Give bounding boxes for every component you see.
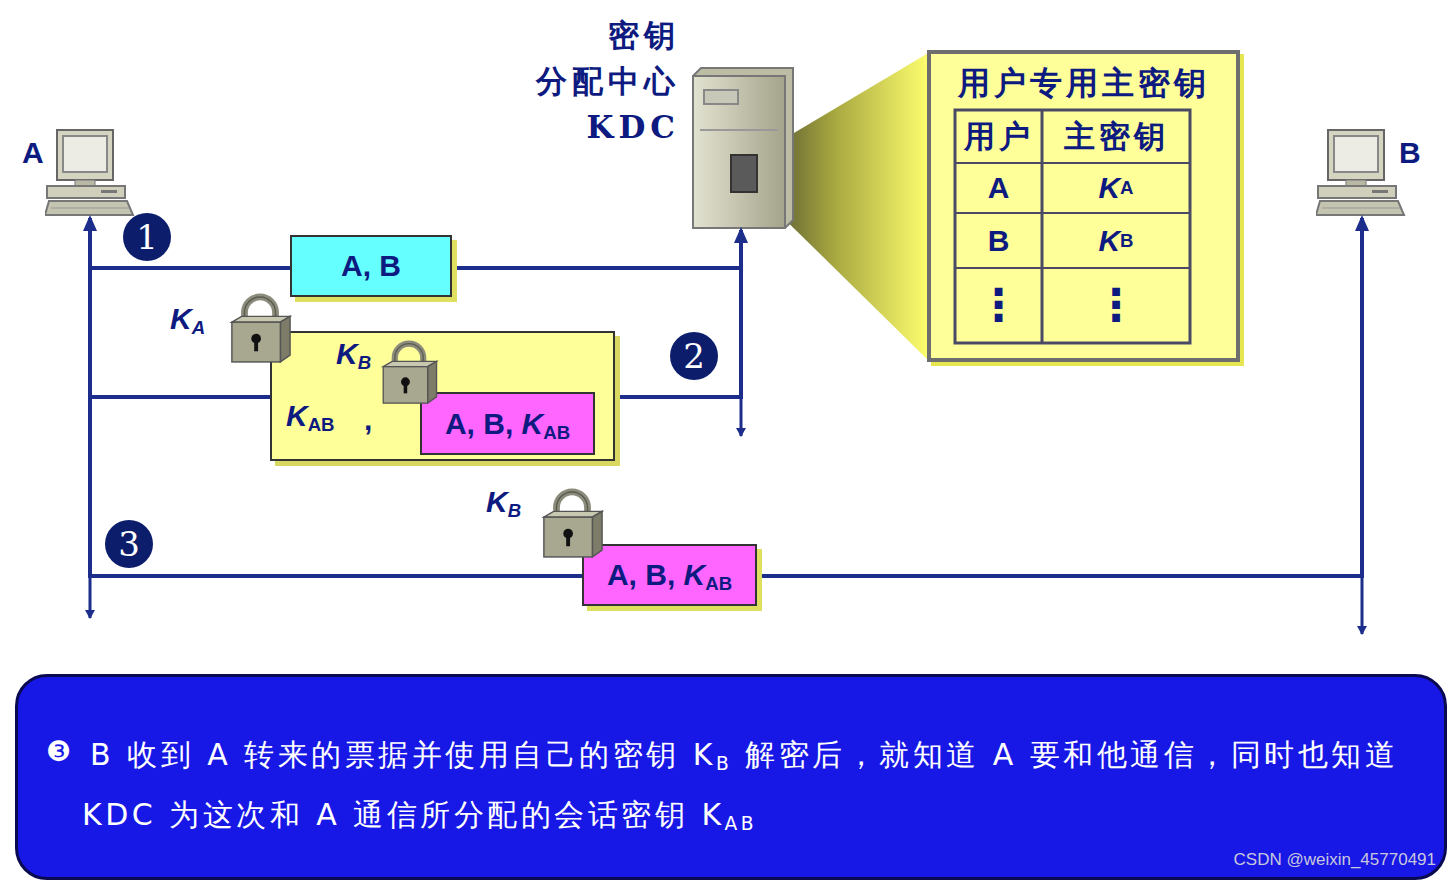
table-rule bbox=[1041, 110, 1044, 343]
key-letter: K bbox=[522, 407, 544, 440]
table-header: 用户 bbox=[955, 110, 1042, 163]
subscript: A bbox=[192, 317, 205, 338]
kdc-server bbox=[693, 68, 793, 228]
ticket-envelope: KBKAB,A, B, KAB bbox=[270, 331, 615, 461]
node-text: KB bbox=[336, 337, 371, 371]
server-node: 密钥 分配中心 KDC bbox=[510, 12, 795, 230]
node-text: ❸ bbox=[46, 735, 71, 768]
node-text: 用户专用主密钥 bbox=[931, 62, 1236, 106]
text-run: 用户 bbox=[964, 116, 1034, 158]
subscript: AB bbox=[705, 573, 732, 594]
table-cell: B bbox=[955, 213, 1042, 268]
watermark: CSDN @weixin_45770491 bbox=[1196, 850, 1436, 874]
subscript: AB bbox=[543, 422, 570, 443]
key-letter: K bbox=[336, 337, 358, 370]
key-label: KB bbox=[486, 485, 538, 531]
key-letter: K bbox=[701, 797, 724, 832]
computer-icon bbox=[45, 130, 133, 215]
table-border bbox=[955, 110, 1190, 343]
node-text-extra: B 收到 A 转来的票据并使用自己的密钥 KB 解密后，就知道 A 要和他通信，… bbox=[82, 725, 1402, 845]
table-ellipsis: ⋮ bbox=[1042, 268, 1190, 341]
key-letter: K bbox=[286, 399, 308, 432]
text-run: A, B, bbox=[445, 407, 522, 440]
note-panel: ❸ B 收到 A 转来的票据并使用自己的密钥 KB 解密后，就知道 A 要和他通信… bbox=[15, 674, 1447, 880]
ticket-box: A, B, KAB bbox=[582, 544, 757, 606]
callout-number: 3 bbox=[105, 520, 153, 568]
table-rule bbox=[955, 212, 1190, 214]
text-run: ⋮ bbox=[977, 279, 1021, 330]
ticket-box: A, B, KAB bbox=[420, 392, 595, 455]
subscript: AB bbox=[308, 414, 335, 435]
text-run: B bbox=[988, 224, 1010, 258]
text-run: ⋮ bbox=[1094, 279, 1138, 330]
node-text-extra: KAB bbox=[286, 399, 335, 433]
text-run: CSDN @weixin_45770491 bbox=[1234, 850, 1436, 869]
node-text: B bbox=[1399, 136, 1421, 170]
text-run: A bbox=[22, 136, 44, 169]
text-run: B 收到 A 转来的票据并使用自己的密钥 bbox=[90, 737, 693, 772]
subscript: B bbox=[716, 753, 732, 774]
key-letter: K bbox=[486, 485, 508, 518]
node-text-extra: , bbox=[364, 403, 372, 437]
message-box: A, B bbox=[290, 235, 452, 297]
table-cell: KA bbox=[1042, 163, 1190, 213]
text-run: A, B, bbox=[607, 558, 684, 591]
node-text: A, B, KAB bbox=[445, 407, 570, 441]
text-run: 密钥 分配中心 KDC bbox=[536, 17, 680, 145]
key-letter: K bbox=[170, 302, 192, 335]
key-table-panel: 用户专用主密钥 bbox=[927, 50, 1240, 362]
callout-number: 1 bbox=[123, 213, 171, 261]
text-run: B bbox=[1399, 136, 1421, 169]
computer-node: A bbox=[20, 128, 135, 218]
table-cell: A bbox=[955, 163, 1042, 213]
node-text: 密钥 分配中心 KDC bbox=[510, 12, 680, 150]
subscript: B bbox=[508, 500, 521, 521]
key-letter: K bbox=[1098, 171, 1120, 205]
computer-node: B bbox=[1315, 128, 1430, 218]
text-run: 用户专用主密钥 bbox=[958, 64, 1210, 102]
key-label: KA bbox=[170, 302, 226, 348]
text-run: ❸ bbox=[46, 735, 71, 768]
table-ellipsis: ⋮ bbox=[955, 268, 1042, 341]
key-letter: K bbox=[693, 737, 716, 772]
subscript: B bbox=[358, 352, 371, 373]
table-rule bbox=[955, 162, 1190, 164]
subscript: AB bbox=[725, 813, 757, 834]
key-letter: K bbox=[684, 558, 706, 591]
table-header: 主密钥 bbox=[1042, 110, 1190, 163]
callout-number: 2 bbox=[670, 332, 718, 380]
table-rule bbox=[955, 267, 1190, 269]
text-run: 2 bbox=[683, 336, 705, 376]
text-run: 3 bbox=[118, 524, 140, 564]
text-run: A, B bbox=[341, 249, 401, 282]
lock-icon bbox=[232, 297, 290, 362]
key-letter: K bbox=[1098, 224, 1120, 258]
lock-icon bbox=[544, 492, 602, 557]
text-run: A bbox=[988, 171, 1010, 205]
node-text: A, B, KAB bbox=[607, 558, 732, 592]
text-run: , bbox=[364, 403, 372, 436]
node-text: A bbox=[22, 136, 44, 170]
computer-icon bbox=[1316, 130, 1404, 215]
table-cell: KB bbox=[1042, 213, 1190, 268]
node-text: A, B bbox=[341, 249, 401, 283]
text-run: 主密钥 bbox=[1064, 116, 1169, 158]
lock-icon bbox=[383, 344, 436, 404]
text-run: 1 bbox=[136, 217, 158, 257]
